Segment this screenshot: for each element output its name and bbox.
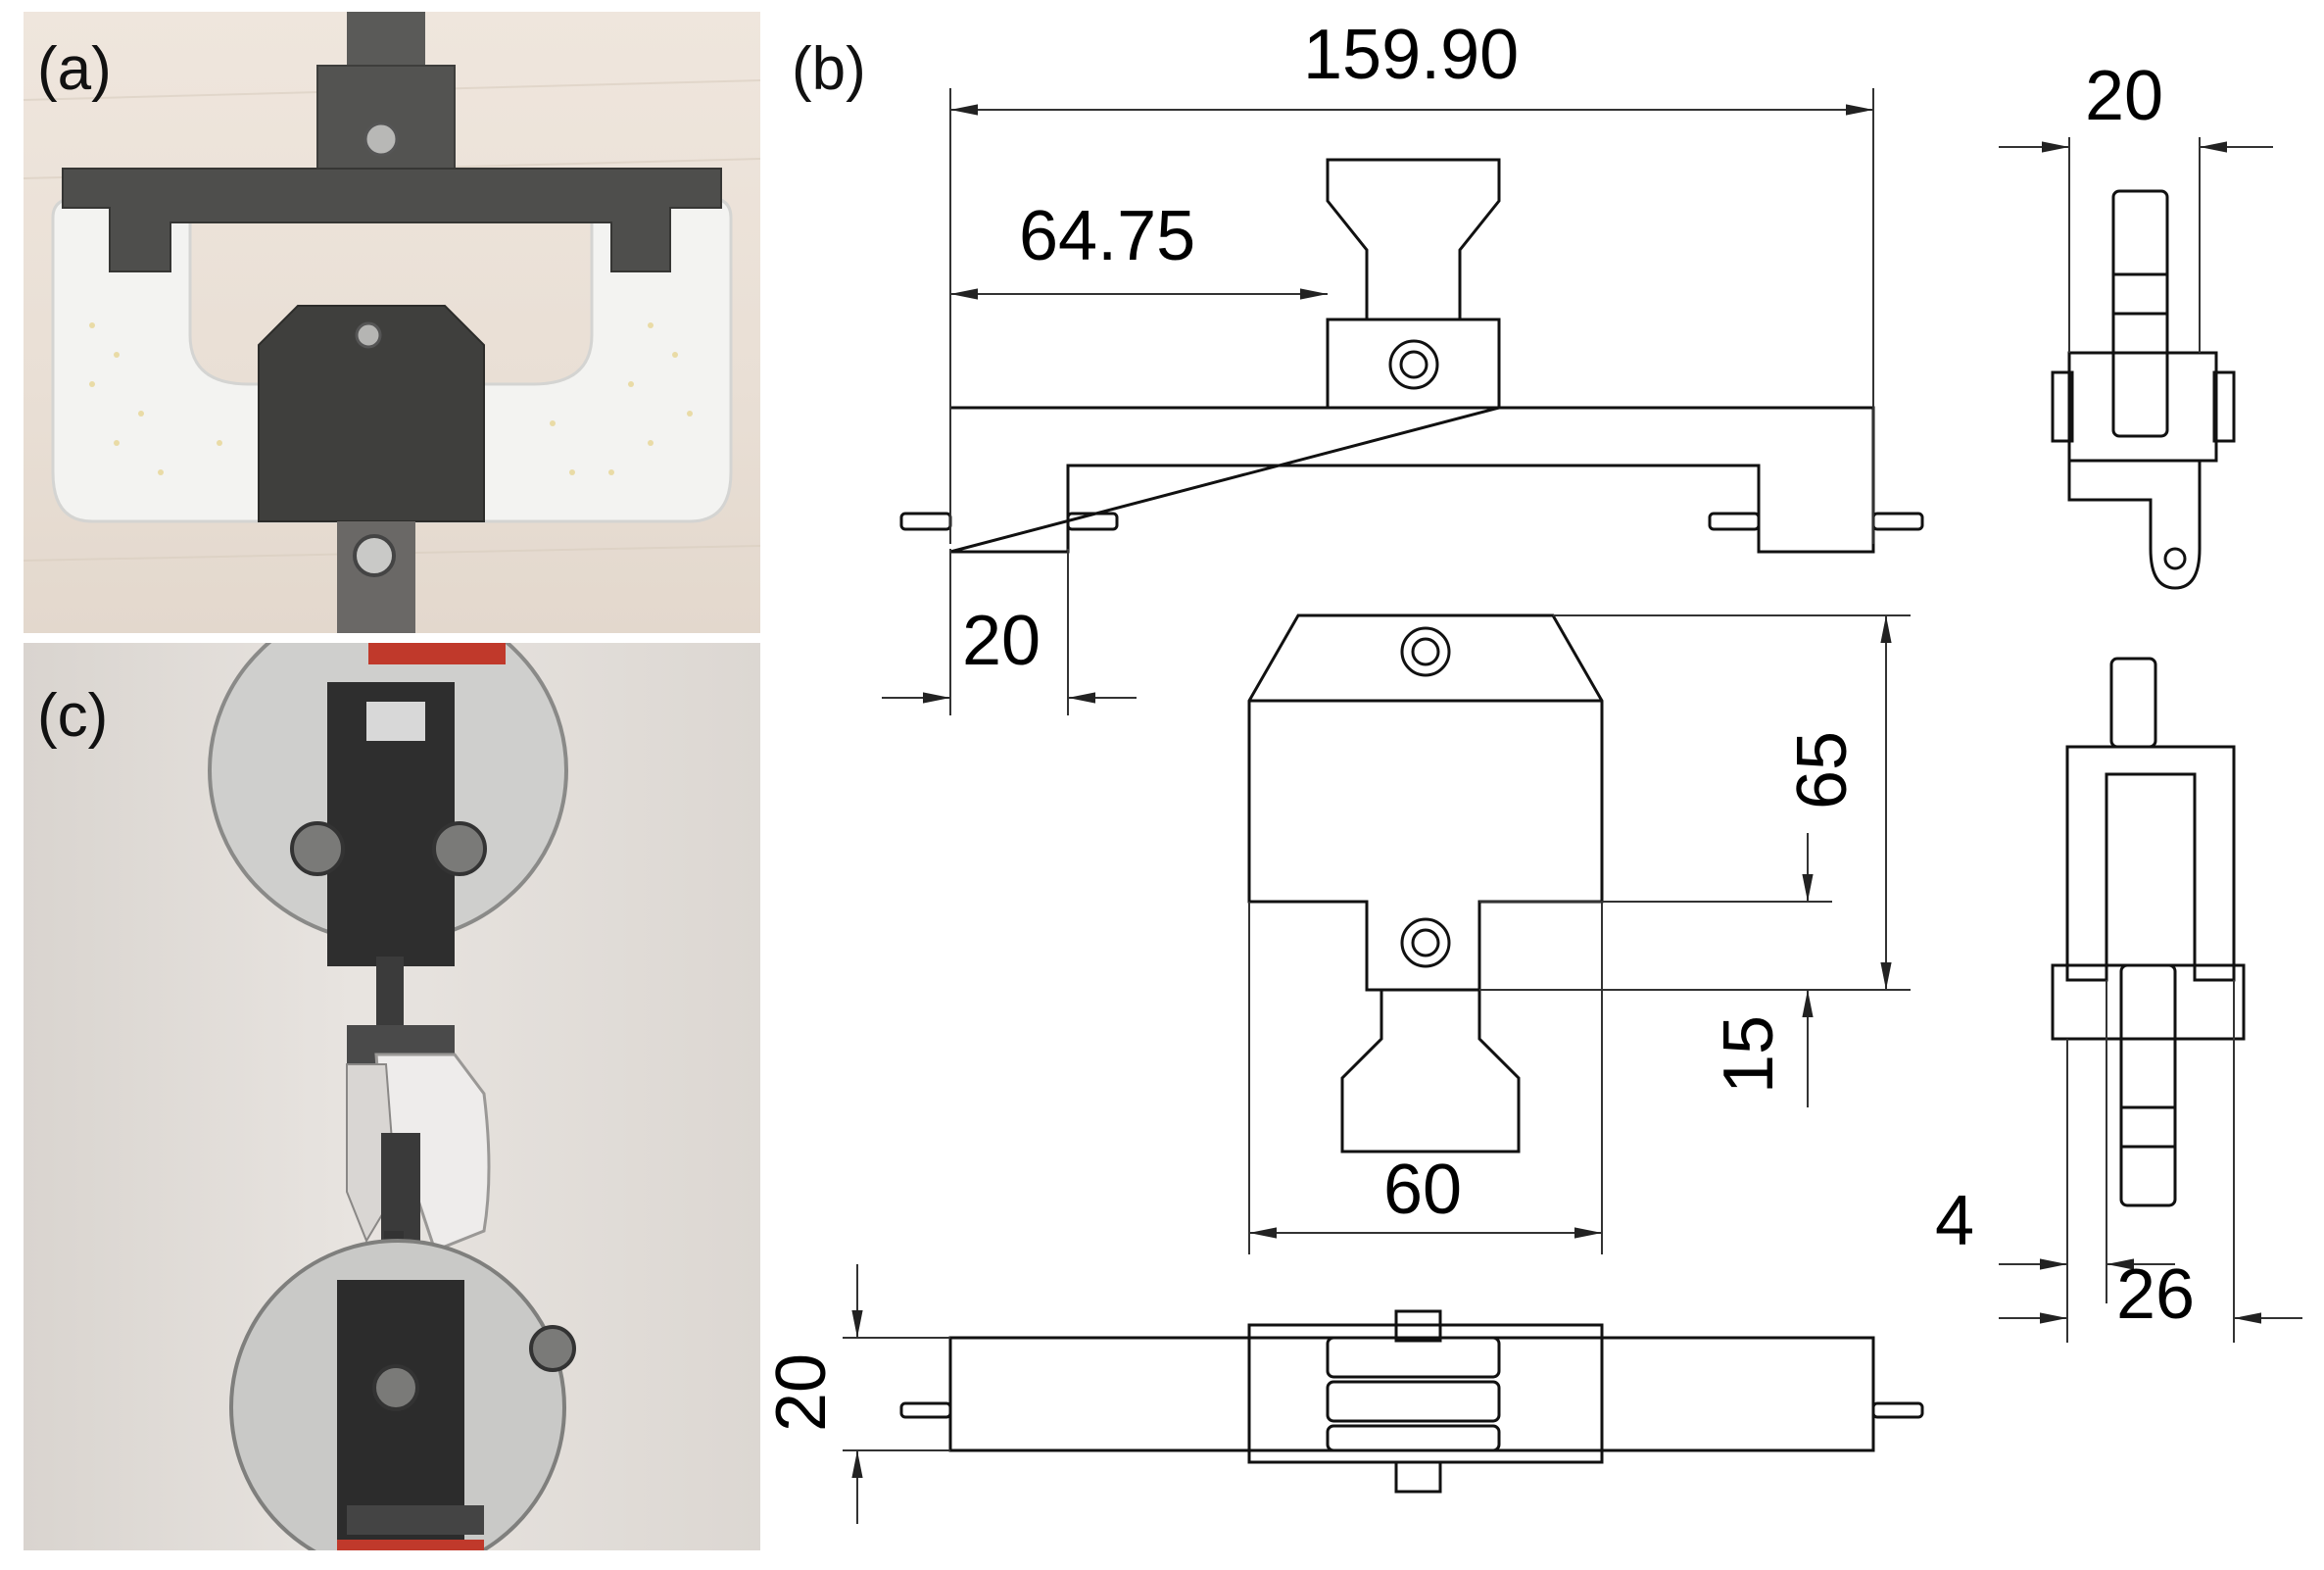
dim-thickness-bottom: 20 [762, 1352, 842, 1433]
dimension-lines [843, 88, 2302, 1524]
dim-center-width: 60 [1383, 1151, 1463, 1229]
dim-side-width-top: 20 [2085, 57, 2164, 135]
panel-label-b: (b) [792, 35, 866, 103]
side-view-bottom [2051, 657, 2246, 1207]
dim-inner-offset: 64.75 [1019, 197, 1196, 275]
center-block [258, 305, 485, 522]
top-bolt [363, 122, 399, 157]
panel-label-c: (c) [37, 682, 109, 750]
panel-label-a: (a) [37, 35, 112, 103]
photo-a-drawing [24, 12, 760, 633]
lower-bolt [353, 534, 396, 577]
photo-c-test-setup [24, 643, 760, 1550]
dim-plate-gap: 4 [1935, 1182, 1975, 1260]
bottom-view [899, 1309, 1924, 1494]
center-block-view [1247, 613, 1604, 1153]
dim-center-height: 65 [1783, 730, 1863, 810]
dim-overall-length: 159.90 [1303, 16, 1520, 94]
dim-lug-height: 15 [1710, 1014, 1789, 1095]
white-fixture-test [374, 1053, 491, 1252]
photo-a-fixture [24, 12, 760, 633]
steel-beam [62, 168, 722, 272]
photo-c-drawing [208, 643, 576, 1550]
dim-side-width-bottom: 26 [2116, 1255, 2196, 1334]
side-view-top [2051, 189, 2236, 590]
dim-end-width: 20 [962, 602, 1041, 680]
